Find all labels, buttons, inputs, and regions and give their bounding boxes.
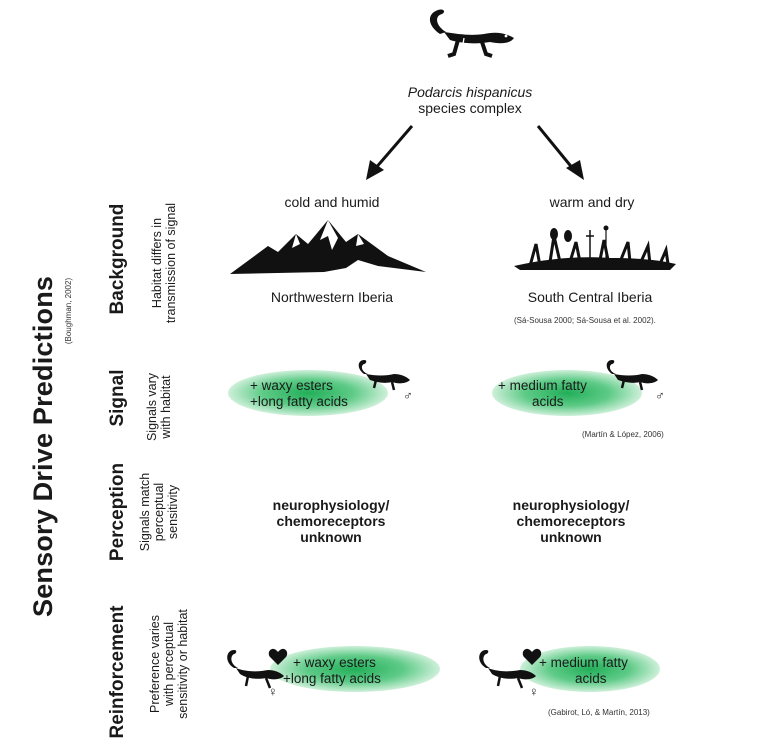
male-symbol-left: ♂ xyxy=(403,388,413,403)
row-title-perception: Perception xyxy=(107,462,128,562)
signal-blob-left xyxy=(228,370,388,416)
climate-left: cold and humid xyxy=(284,194,380,210)
pref-text-left: + waxy esters+long fatty acids xyxy=(283,655,381,686)
lizard-icon xyxy=(429,9,514,58)
row-title-reinforcement: Reinforcement xyxy=(107,605,128,739)
female-lizard-icon-right xyxy=(479,650,536,689)
signal-text-left: + waxy esters+long fatty acids xyxy=(250,378,348,409)
male-lizard-icon-left xyxy=(358,360,410,391)
species-label: Podarcis hispanicus species complex xyxy=(407,84,533,116)
region-left: Northwestern Iberia xyxy=(270,289,394,305)
arrow-left-icon xyxy=(366,125,414,180)
title-citation: (Boughman, 2002) xyxy=(64,277,73,345)
mountains-icon xyxy=(230,220,426,274)
diagram-title: Sensory Drive Predictions xyxy=(28,275,58,617)
row-title-signal: Signal xyxy=(107,369,128,427)
grass-plants-icon xyxy=(514,225,676,270)
female-symbol-left: ♀ xyxy=(268,684,278,699)
pref-blob-right xyxy=(520,646,660,692)
heart-icon-left xyxy=(268,648,288,665)
citation-reinforcement: (Gabirot, Ló, & Martín, 2013) xyxy=(548,708,650,717)
row-title-background: Background xyxy=(107,203,128,315)
climate-right: warm and dry xyxy=(549,194,635,210)
heart-icon-right xyxy=(522,648,542,665)
male-lizard-icon-right xyxy=(606,360,658,391)
region-right: South Central Iberia xyxy=(527,289,653,305)
female-lizard-icon-left xyxy=(227,650,284,689)
female-symbol-right: ♀ xyxy=(529,684,539,699)
male-symbol-right: ♂ xyxy=(655,388,665,403)
citation-signal: (Martín & López, 2006) xyxy=(582,430,664,439)
citation-background: (Sá-Sousa 2000; Sá-Sousa et al. 2002). xyxy=(514,316,656,325)
arrow-right-icon xyxy=(536,125,584,180)
pref-blob-left xyxy=(270,646,440,692)
